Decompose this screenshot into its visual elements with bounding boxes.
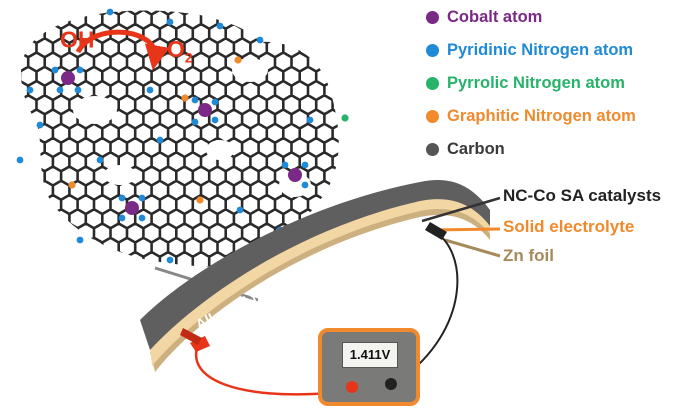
legend-label: Cobalt atom xyxy=(447,8,543,26)
red-clip xyxy=(180,328,210,352)
pyridinic-nitrogen-atom xyxy=(166,256,174,264)
pyridinic-nitrogen-atom xyxy=(306,116,314,124)
pyridinic-nitrogen-atom xyxy=(191,96,199,104)
pyridinic-nitrogen-atom xyxy=(36,121,44,129)
pyrrolic-swatch xyxy=(426,77,439,90)
pyrrolic-nitrogen-atom xyxy=(341,114,349,122)
cobalt-atom xyxy=(288,168,302,182)
graphitic-nitrogen-atom xyxy=(234,56,242,64)
leader-zn xyxy=(444,238,501,258)
layer-label-electrolyte: Solid electrolyte xyxy=(503,217,635,236)
legend-label: Pyridinic Nitrogen atom xyxy=(447,41,634,59)
pyridinic-nitrogen-atom xyxy=(211,116,219,124)
pyridinic-nitrogen-atom xyxy=(156,136,164,144)
pyridinic-nitrogen-atom xyxy=(74,86,82,94)
pyridinic-nitrogen-atom xyxy=(256,36,264,44)
layer-label-catalyst: NC-Co SA catalysts xyxy=(503,186,662,205)
legend-label: Carbon xyxy=(447,140,505,158)
pyridinic-nitrogen-atom xyxy=(16,156,24,164)
battery-strip xyxy=(140,180,490,372)
lattice-atoms xyxy=(16,8,349,264)
pyridinic-nitrogen-atom xyxy=(76,236,84,244)
legend-label: Graphitic Nitrogen atom xyxy=(447,107,636,125)
graphene-lattice xyxy=(20,10,339,267)
reactant-label: OH- xyxy=(60,26,100,53)
pyridinic-nitrogen-atom xyxy=(236,206,244,214)
pyridinic-nitrogen-atom xyxy=(106,8,114,16)
legend-item-pyrrolic: Pyrrolic Nitrogen atom xyxy=(426,74,625,93)
pyridinic-nitrogen-atom xyxy=(211,98,219,106)
legend-item-cobalt: Cobalt atom xyxy=(426,8,542,27)
pyridinic-nitrogen-atom xyxy=(56,86,64,94)
pyridinic-nitrogen-atom xyxy=(146,86,154,94)
graphitic-nitrogen-atom xyxy=(196,196,204,204)
pyridinic-nitrogen-atom xyxy=(51,66,59,74)
pyridinic-nitrogen-atom xyxy=(118,214,126,222)
pyridinic-nitrogen-atom xyxy=(96,156,104,164)
pyridinic-nitrogen-atom xyxy=(166,18,174,26)
pyridinic-nitrogen-atom xyxy=(26,86,34,94)
pyridinic-nitrogen-atom xyxy=(301,161,309,169)
red-terminal xyxy=(346,381,358,393)
layer-label-zn-foil: Zn foil xyxy=(503,246,554,265)
pyridinic-nitrogen-atom xyxy=(118,194,126,202)
cobalt-swatch xyxy=(426,11,439,24)
product-label: O2 xyxy=(167,36,193,66)
lattice-hole xyxy=(104,165,136,185)
lattice-hole xyxy=(232,58,268,82)
lattice-hole xyxy=(206,140,234,160)
legend-label: Pyrrolic Nitrogen atom xyxy=(447,74,625,92)
pyridinic-nitrogen-atom xyxy=(281,161,289,169)
legend-item-carbon: Carbon xyxy=(426,140,505,159)
carbon-swatch xyxy=(426,143,439,156)
lattice-bonds xyxy=(20,10,339,267)
pyridinic-nitrogen-atom xyxy=(138,194,146,202)
reaction-arrow xyxy=(75,29,170,71)
cobalt-atom xyxy=(61,71,75,85)
graphitic-swatch xyxy=(426,110,439,123)
leader-catalyst xyxy=(421,196,501,223)
black-clip xyxy=(425,222,447,240)
pyridinic-nitrogen-atom xyxy=(191,118,199,126)
legend-item-graphitic: Graphitic Nitrogen atom xyxy=(426,107,636,126)
pyridinic-nitrogen-atom xyxy=(216,22,224,30)
legend-item-pyridinic: Pyridinic Nitrogen atom xyxy=(426,41,633,60)
graphitic-nitrogen-atom xyxy=(181,94,189,102)
pyridinic-nitrogen-atom xyxy=(301,181,309,189)
cobalt-atom xyxy=(125,201,139,215)
pyridinic-nitrogen-atom xyxy=(76,66,84,74)
lattice-hole xyxy=(73,96,117,124)
graphitic-nitrogen-atom xyxy=(68,181,76,189)
pyridinic-swatch xyxy=(426,44,439,57)
lattice-hole xyxy=(279,173,311,197)
cobalt-atom xyxy=(198,103,212,117)
black-wire xyxy=(399,229,459,381)
pyridinic-nitrogen-atom xyxy=(138,214,146,222)
voltmeter-display: 1.411V xyxy=(342,342,398,368)
black-terminal xyxy=(385,378,397,390)
